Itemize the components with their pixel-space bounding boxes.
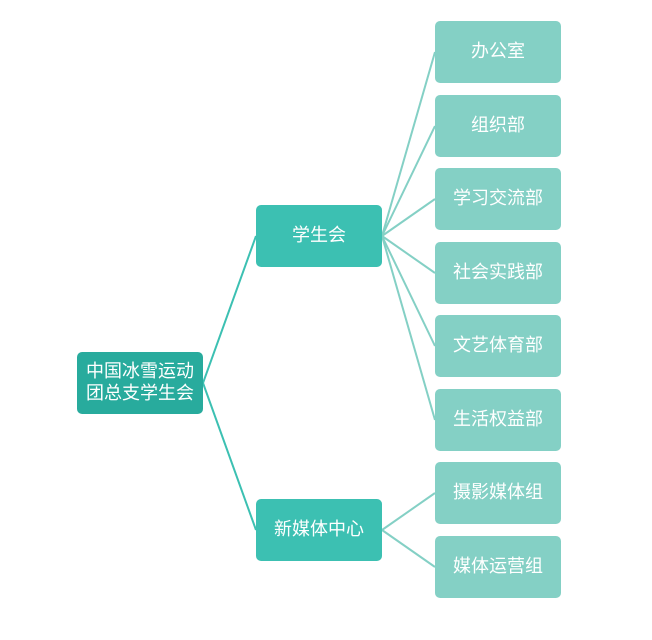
leaf-label: 学习交流部 bbox=[453, 188, 543, 209]
leaf-node[interactable]: 办公室 bbox=[435, 21, 561, 83]
leaf-node[interactable]: 文艺体育部 bbox=[435, 315, 561, 377]
leaf-node[interactable]: 媒体运营组 bbox=[435, 536, 561, 598]
connector-line bbox=[381, 235, 436, 347]
connector-line bbox=[381, 125, 436, 237]
leaf-node[interactable]: 学习交流部 bbox=[435, 168, 561, 230]
leaf-label: 文艺体育部 bbox=[453, 335, 543, 356]
connector-line bbox=[381, 529, 436, 568]
leaf-node[interactable]: 社会实践部 bbox=[435, 242, 561, 304]
leaf-label: 组织部 bbox=[471, 115, 525, 136]
leaf-node[interactable]: 摄影媒体组 bbox=[435, 462, 561, 524]
connector-line bbox=[381, 235, 436, 421]
branch-label: 学生会 bbox=[292, 225, 346, 246]
connector-line bbox=[381, 198, 436, 237]
connector-line bbox=[381, 492, 436, 531]
leaf-label: 媒体运营组 bbox=[453, 556, 543, 577]
leaf-label: 生活权益部 bbox=[453, 409, 543, 430]
connector-line bbox=[202, 235, 257, 384]
connector-line bbox=[381, 235, 436, 274]
root-node[interactable]: 中国冰雪运动团总支学生会 bbox=[77, 352, 203, 414]
branch-new-media-center[interactable]: 新媒体中心 bbox=[256, 499, 382, 561]
leaf-label: 办公室 bbox=[471, 41, 525, 62]
leaf-label: 摄影媒体组 bbox=[453, 482, 543, 503]
root-label: 中国冰雪运动团总支学生会 bbox=[86, 361, 194, 404]
leaf-label: 社会实践部 bbox=[453, 262, 543, 283]
connector-line bbox=[202, 382, 257, 531]
leaf-node[interactable]: 生活权益部 bbox=[435, 389, 561, 451]
branch-label: 新媒体中心 bbox=[274, 519, 364, 540]
leaf-node[interactable]: 组织部 bbox=[435, 95, 561, 157]
connector-line bbox=[381, 51, 436, 237]
branch-student-union[interactable]: 学生会 bbox=[256, 205, 382, 267]
